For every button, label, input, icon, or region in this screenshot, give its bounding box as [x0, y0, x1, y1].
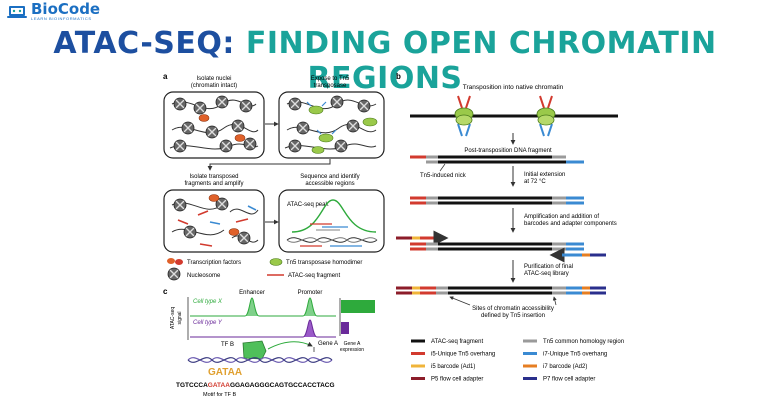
logo-tagline: LEARN BIOINFORMATICS: [31, 16, 92, 21]
cell-type-x-label: Cell type X: [193, 299, 223, 305]
native-label: Transposition into native chromatin: [463, 84, 564, 91]
tf-b-shape: [242, 340, 267, 360]
sequence-pre: TGTCCCA: [176, 382, 208, 389]
legend-label: i7-Unique Tn5 overhang: [543, 352, 607, 358]
expression-label-2: expression: [340, 347, 364, 353]
atac-peak-label: ATAC-seq peak: [287, 202, 329, 208]
panel-a-step2-line1: Expose to Tn5: [311, 76, 350, 82]
sequence-motif: GATAA: [208, 382, 230, 389]
cell-x-signal: [190, 297, 336, 317]
panel-a-step4-line1: Sequence and identify: [300, 174, 359, 180]
cell-y-signal: [190, 319, 336, 338]
panel-a-step1-line1: Isolate nuclei: [196, 76, 231, 82]
amplified-fragment: [396, 230, 606, 263]
amplification-label-1: Amplification and addition of: [524, 214, 599, 220]
legend-label: i5-Unique Tn5 overhang: [431, 352, 495, 358]
panel-c-ylabel-2: signal: [177, 311, 183, 324]
gene-a-label: Gene A: [318, 341, 338, 347]
extension-label-2: at 72 °C: [524, 179, 546, 185]
post-transposition-label: Post-transposition DNA fragment: [464, 148, 552, 154]
sites-label-2: defined by Tn5 insertion: [481, 313, 545, 319]
post-fragment: [410, 155, 584, 164]
tn5-dimer-left: [454, 95, 474, 137]
panel-c-ylabel-1: ATAC-seq: [170, 307, 176, 330]
amplification-label-2: barcodes and adapter components: [524, 221, 617, 227]
logo-name: BioCode: [31, 0, 101, 18]
legend-label: P7 flow cell adapter: [543, 377, 595, 383]
expression-label-1: Gene A: [344, 341, 361, 347]
panel-c-label: c: [163, 287, 168, 296]
panel-b-label: b: [396, 72, 401, 81]
sequencing-box: [278, 189, 385, 253]
motif-logo: GATAA: [208, 367, 242, 378]
tn5-dimers-a: [306, 101, 378, 154]
legend-fragment-label: ATAC-seq fragment: [288, 273, 340, 279]
tn5-exposure-box: [278, 91, 385, 159]
panel-a-step4-line2: accessible regions: [305, 181, 354, 187]
extended-fragment: [410, 196, 584, 205]
page-title: ATAC-SEQ: FINDING OPEN CHROMATIN REGIONS: [0, 26, 770, 96]
panel-a-step3-line1: Isolate transposed: [189, 174, 238, 180]
enhancer-label: Enhancer: [239, 290, 265, 296]
legend-tn5-label: Tn5 transposase homodimer: [286, 260, 362, 266]
panel-a-step2-line2: transposase: [314, 83, 347, 89]
legend-label: P5 flow cell adapter: [431, 377, 483, 383]
aligned-reads: [300, 223, 362, 247]
extension-label-1: Initial extension: [524, 172, 565, 178]
legend-label: Tn5 common homology region: [543, 339, 624, 345]
sites-label-1: Sites of chromatin accessibility: [472, 306, 554, 312]
panel-a-legend: Transcription factors Tn5 transposase ho…: [167, 258, 362, 281]
panel-a-label: a: [163, 72, 168, 81]
expression-bar-x: [341, 300, 375, 313]
panel-a-step3-line2: fragments and amplify: [184, 181, 243, 187]
legend-label: i7 barcode (Ad2): [543, 364, 587, 370]
motif-caption: Motif for TF B: [203, 392, 237, 398]
sequence-post: GGAGAGGGCAGTGCCACCTACG: [230, 382, 335, 389]
title-part-2: FINDING OPEN CHROMATIN REGIONS: [245, 26, 717, 96]
final-library: [396, 286, 606, 295]
legend-label: ATAC-seq fragment: [431, 339, 483, 345]
laptop-logo-icon: [7, 5, 27, 18]
tn5-nick-label: Tn5-induced nick: [420, 173, 467, 179]
purification-label-1: Purification of final: [524, 264, 573, 270]
legend-tf-label: Transcription factors: [187, 260, 241, 266]
legend-label: i5 barcode (Ad1): [431, 364, 475, 370]
promoter-label: Promoter: [298, 290, 323, 296]
cell-type-y-label: Cell type Y: [193, 320, 223, 326]
dna-sequence: TGTCCCAGATAAGGAGAGGGCAGTGCCACCTACG: [176, 382, 335, 389]
tn5-dimer-right: [536, 95, 556, 137]
expression-bar-y: [341, 322, 349, 334]
purification-label-2: ATAC-seq library: [524, 271, 569, 277]
legend-nucleosome-label: Nucleosome: [187, 273, 221, 279]
panel-b-legend: ATAC-seq fragment Tn5 common homology reg…: [411, 339, 624, 383]
title-part-1: ATAC-SEQ:: [53, 26, 235, 61]
logo[interactable]: BioCode LEARN BIOINFORMATICS: [6, 2, 100, 21]
atac-peak-curve: [291, 199, 377, 233]
tf-b-label: TF B: [221, 342, 234, 348]
panel-a-step1-line2: (chromatin intact): [191, 83, 237, 89]
